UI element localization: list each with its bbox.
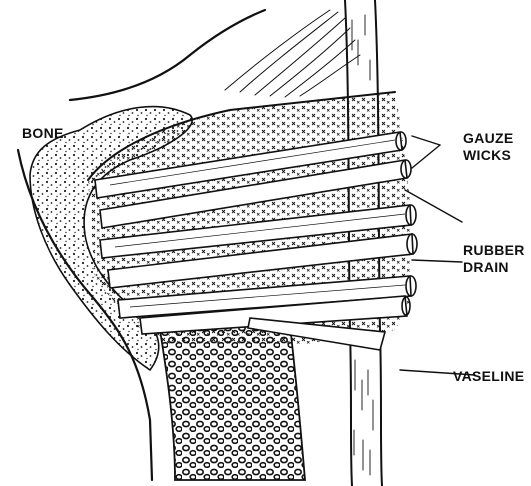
label-vaseline: VASELINE <box>453 368 524 384</box>
label-wicks: WICKS <box>463 147 511 163</box>
label-bone: BONE <box>22 125 64 141</box>
label-rubber: RUBBER <box>463 242 525 258</box>
label-drain: DRAIN <box>463 259 509 275</box>
skin-contour-upper <box>70 10 265 100</box>
label-gauze: GAUZE <box>463 130 514 146</box>
cancellous-bone <box>160 325 305 480</box>
muscle-strands <box>225 10 360 97</box>
